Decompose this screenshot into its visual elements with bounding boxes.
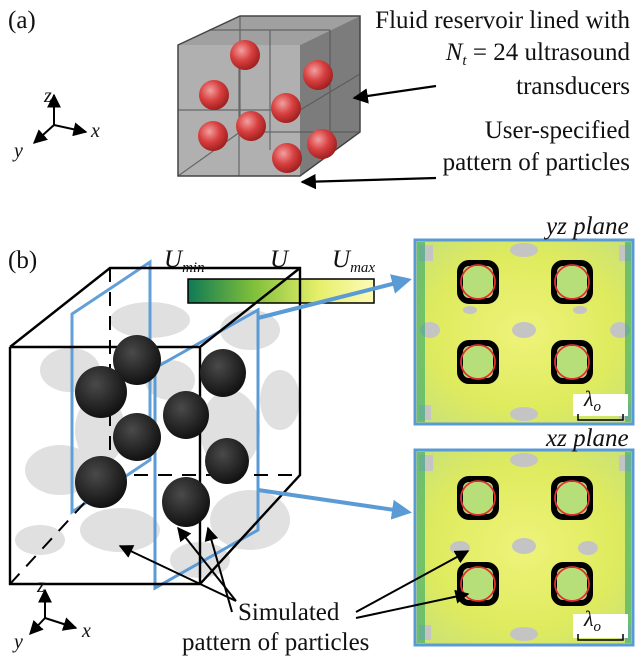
pattern-arrow: [300, 173, 437, 190]
simulated-particle: [162, 477, 210, 527]
xz-connector-arrow: [257, 488, 412, 520]
panel-b-tag: (b): [8, 247, 38, 274]
pattern-label-line2: pattern of particles: [442, 149, 630, 176]
reservoir-label-line2: Nt = 24 ultrasound: [445, 39, 630, 69]
particle-sphere: [272, 143, 302, 173]
axis-x-label-b: x: [82, 620, 91, 642]
simulated-particle: [75, 366, 127, 418]
yz-scale-label: λo: [584, 386, 602, 415]
panel-a-tag: (a): [8, 7, 36, 34]
axis-y-label-b: y: [14, 631, 23, 653]
simulated-particle: [113, 413, 161, 461]
simulated-label-line1: Simulated: [238, 599, 340, 626]
axis-y-label-a: y: [14, 140, 23, 162]
particle-sphere: [271, 93, 301, 123]
reservoir-arrow: [352, 84, 437, 104]
xz-plane-title: xz plane: [546, 425, 629, 452]
axis-z-label-b: z: [37, 575, 45, 597]
colorbar-min-label: Umin: [164, 246, 205, 276]
particle-spheres: [198, 40, 337, 173]
simulated-particle: [75, 456, 127, 508]
simulated-label-line2: pattern of particles: [182, 629, 370, 656]
yz-plane-heatmap: [413, 238, 635, 426]
colorbar-max-label: Umax: [332, 246, 376, 276]
reservoir-label-line1: Fluid reservoir lined with: [375, 7, 630, 34]
particle-sphere: [230, 40, 260, 70]
colorbar-mid-label: U: [270, 246, 289, 273]
simulated-particle: [113, 335, 161, 385]
simulated-particle: [200, 349, 246, 397]
colorbar: [187, 278, 375, 304]
simulated-particle: [163, 391, 209, 439]
yz-plane-title: yz plane: [546, 213, 629, 240]
axis-z-label-a: z: [44, 85, 52, 107]
particle-sphere: [199, 80, 229, 110]
axes-triad-a: [32, 93, 88, 144]
reservoir-label-line3: transducers: [516, 73, 630, 100]
simulated-particle: [205, 438, 249, 484]
xz-scale-label: λo: [584, 606, 602, 635]
particle-sphere: [303, 60, 333, 90]
simulated-arrows: [118, 526, 470, 619]
particle-sphere: [236, 111, 266, 141]
yz-connector-arrow: [257, 274, 412, 320]
particle-sphere: [307, 129, 337, 159]
simulation-cube: [8, 259, 302, 591]
axis-x-label-a: x: [91, 120, 100, 142]
xz-plane-heatmap: [413, 448, 635, 647]
axes-triad-b: [29, 588, 78, 636]
particle-sphere: [198, 121, 228, 151]
yz-plane-slice: [70, 259, 152, 515]
pattern-label-line1: User-specified: [484, 117, 630, 144]
